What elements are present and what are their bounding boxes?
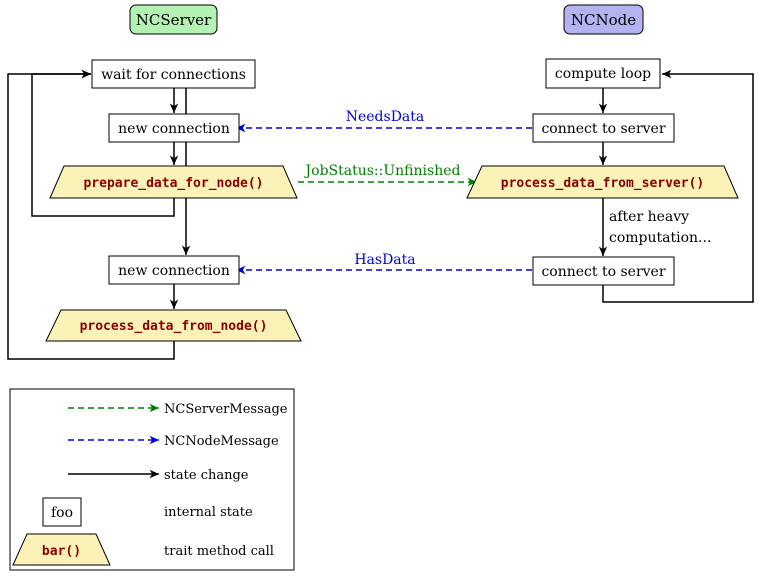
legend-internal-label: internal state <box>164 505 253 520</box>
server-header-box <box>129 4 218 35</box>
legend-server-message-label: NCServerMessage <box>164 402 288 417</box>
legend-state-change-label: state change <box>164 468 249 483</box>
new-connection-label-1: new connection <box>118 121 230 137</box>
connect-to-server-box-2 <box>532 256 675 286</box>
connect-to-server-box-1 <box>532 113 675 143</box>
legend-trait-sample-trapezoid <box>12 533 111 566</box>
legend-trait-label: trait method call <box>164 544 274 559</box>
compute-loop-box <box>545 58 661 89</box>
computation-label: computation... <box>609 230 711 246</box>
needs-data-label: NeedsData <box>346 109 425 125</box>
job-status-label: JobStatus::Unfinished <box>304 163 461 179</box>
connect-to-server-label-2: connect to server <box>541 264 665 280</box>
wait-for-connections-label: wait for connections <box>101 67 246 83</box>
node-header: NCNode <box>571 11 636 29</box>
after-heavy-label: after heavy <box>609 209 689 225</box>
process-from-server-trapezoid <box>466 165 739 199</box>
compute-loop-label: compute loop <box>555 66 651 82</box>
new-connection-box-2 <box>108 255 240 285</box>
connect-to-server-label-1: connect to server <box>541 121 665 137</box>
legend-node-message-label: NCNodeMessage <box>164 434 279 449</box>
new-connection-box-1 <box>108 113 240 143</box>
legend-trait-sample-text: bar() <box>42 544 81 559</box>
process-from-node-label: process_data_from_node() <box>80 319 268 334</box>
process-from-server-label: process_data_from_server() <box>501 176 705 191</box>
legend-internal-sample-text: foo <box>51 505 73 521</box>
wait-for-connections-box <box>91 59 256 89</box>
legend-internal-sample-box <box>42 497 82 527</box>
node-state-lines <box>598 69 754 303</box>
prepare-data-label: prepare_data_for_node() <box>83 176 263 191</box>
prepare-data-trapezoid <box>49 165 298 199</box>
server-header: NCServer <box>136 11 212 29</box>
new-connection-label-2: new connection <box>118 263 230 279</box>
node-header-box <box>563 4 644 35</box>
has-data-label: HasData <box>354 252 415 268</box>
process-from-node-trapezoid <box>45 309 302 342</box>
